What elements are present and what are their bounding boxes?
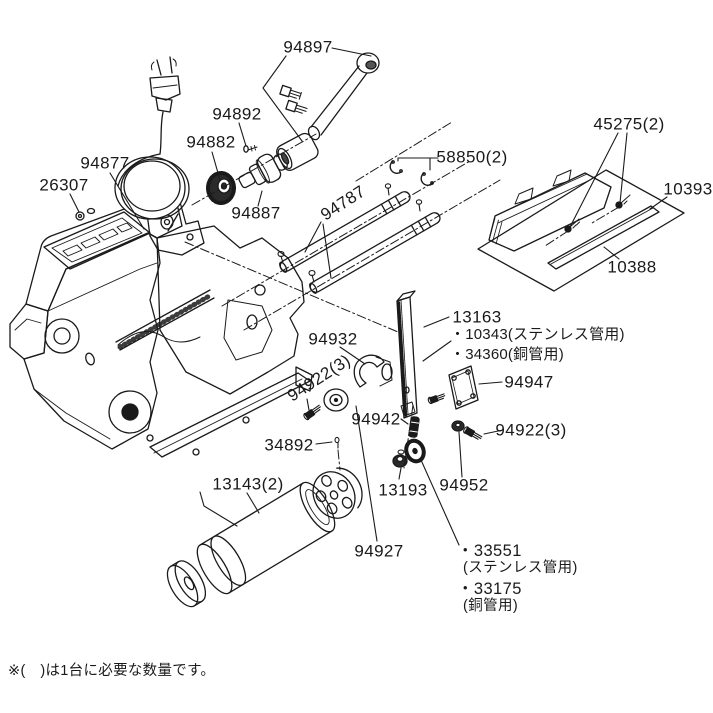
screw-26307-drawing xyxy=(75,207,96,221)
gear-94882-drawing xyxy=(206,171,236,205)
e-clips-58850-drawing xyxy=(389,160,434,186)
part-label-94897: 94897 xyxy=(283,37,333,57)
clamp-94932-drawing xyxy=(353,354,393,388)
part-label-94942: 94942 xyxy=(351,409,401,429)
part-label-13143: 13143(2) xyxy=(212,474,284,494)
part-label-33175-note: (銅管用) xyxy=(463,598,519,614)
washer-94952-drawing xyxy=(451,420,465,432)
part-label-33551-note: (ステンレス管用) xyxy=(463,560,578,576)
part-label-33175: ・33175 xyxy=(457,580,522,598)
end-cap-disc-drawing xyxy=(166,560,207,608)
part-label-94882: 94882 xyxy=(186,132,236,152)
rod-bolts-drawing xyxy=(277,183,423,283)
quantity-note: ※( )は1台に必要な数量です。 xyxy=(8,663,216,679)
power-cord-drawing xyxy=(114,56,190,232)
part-label-34360: ・34360(銅管用) xyxy=(450,346,564,363)
machine-body-drawing xyxy=(9,197,313,458)
part-label-94892: 94892 xyxy=(212,104,262,124)
part-label-33551: ・33551 xyxy=(457,542,522,560)
small-screw-94892-drawing xyxy=(243,145,258,153)
tube-13143-drawing xyxy=(196,481,336,595)
part-label-94947: 94947 xyxy=(504,372,554,392)
leader-lines xyxy=(69,47,668,546)
cutter-head-disc-drawing xyxy=(312,467,363,519)
blade-13163-drawing xyxy=(396,290,418,419)
part-label-45275: 45275(2) xyxy=(593,114,665,134)
part-label-13193: 13193 xyxy=(378,480,428,500)
part-label-94932: 94932 xyxy=(308,329,358,349)
shaft-94887-drawing xyxy=(238,153,288,189)
part-label-94877: 94877 xyxy=(80,153,130,173)
roller-rods-94787-drawing xyxy=(277,160,441,294)
part-label-94922-right: 94922(3) xyxy=(495,420,567,440)
cutter-wheel-drawing xyxy=(404,438,426,464)
nut-13193-drawing xyxy=(392,449,408,468)
part-label-94887: 94887 xyxy=(231,203,281,223)
part-label-94927: 94927 xyxy=(354,541,404,561)
part-label-26307: 26307 xyxy=(39,175,89,195)
part-label-94952: 94952 xyxy=(439,475,489,495)
tray-screws-45275-drawing xyxy=(564,194,631,233)
pin-34892-drawing xyxy=(334,436,340,449)
part-label-10388: 10388 xyxy=(607,257,657,277)
chip-tray-drawing xyxy=(477,169,685,292)
part-label-10343: ・10343(ステンレス管用) xyxy=(450,326,625,343)
handle-assembly-94897-drawing xyxy=(276,52,380,171)
assembly-axis-lines xyxy=(184,121,620,471)
part-label-34892: 34892 xyxy=(264,435,314,455)
grooved-roller-drawing xyxy=(323,388,349,412)
part-label-13163: 13163 xyxy=(452,307,502,327)
handle-screws-drawing xyxy=(279,84,308,114)
part-label-10393: 10393 xyxy=(663,179,713,199)
plate-94947-drawing xyxy=(448,365,479,410)
part-label-58850: 58850(2) xyxy=(436,147,508,167)
screws-94922-drawing xyxy=(303,393,483,440)
